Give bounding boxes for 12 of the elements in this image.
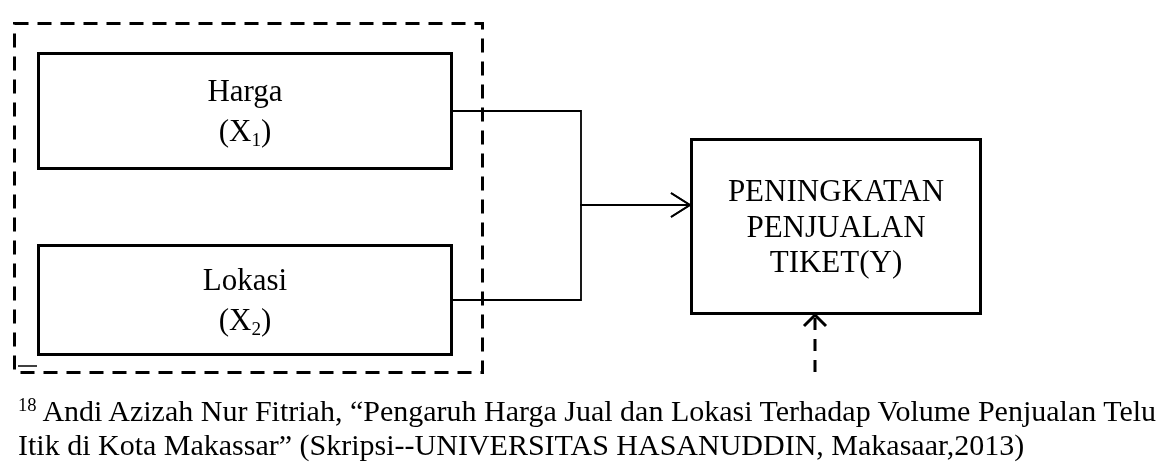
result-label: PENINGKATAN PENJUALAN TIKET(Y)	[726, 173, 946, 280]
dashed-arrow	[802, 313, 828, 372]
variable-box	[37, 52, 453, 170]
dashed-group-box	[13, 22, 484, 374]
variable-symbol: (X$_{1}$)	[217, 112, 273, 152]
footnote-text: $^{18}$ Andi Azizah Nur Fitriah, “Pengaruh Harga Jual dan Lokasi Terhadap Volume Penjualan Telu Itik di Kota Makassar” (Skripsi--UNIVERSITAS HASANUDDIN, Makasaar,2013)	[18, 394, 1158, 462]
variable-name: Lokasi	[201, 260, 289, 299]
result-box	[690, 138, 982, 315]
variable-box	[37, 244, 453, 356]
variable-symbol: (X$_{2}$)	[217, 301, 273, 341]
arrow	[452, 192, 691, 301]
variable-name: Harga	[206, 71, 284, 110]
